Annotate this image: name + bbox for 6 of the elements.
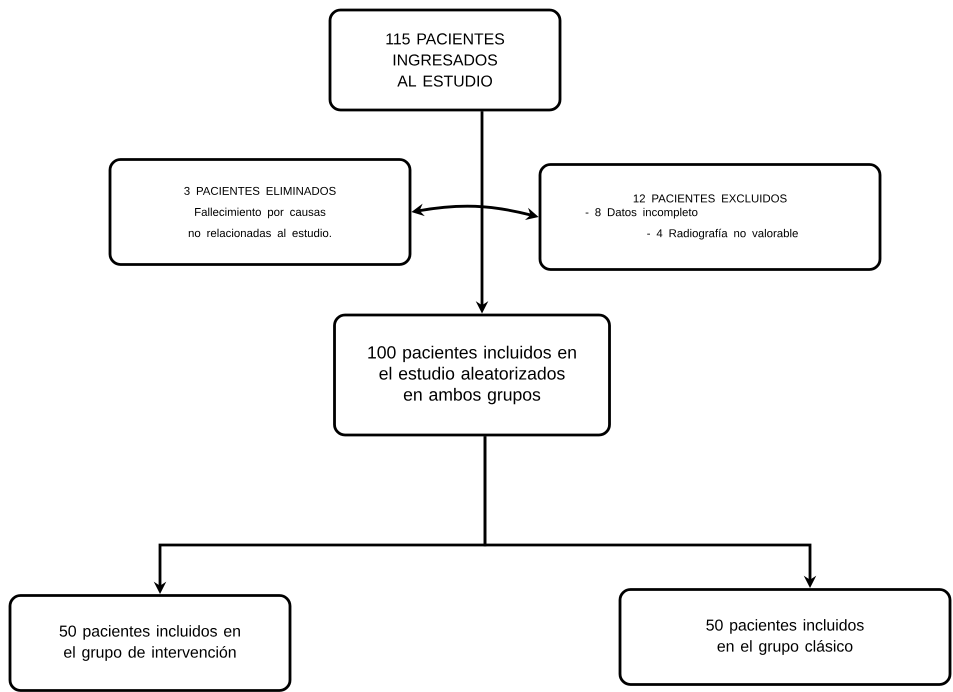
process-box: 100 pacientes incluidos en el estudio aleatorizados en ambos grupos [333,314,611,436]
process-box: 3 PACIENTES ELIMINADOS Fallecimiento por causas no relacionadas al estudio. [108,158,412,266]
process-box: 50 pacientes incluidos en el grupo clásico [618,588,952,686]
process-box: 12 PACIENTES EXCLUIDOS - 8 Datos incompleto - 4 Radiografía no valorable [538,163,882,271]
process-box: 115 PACIENTES INGRESADOS AL ESTUDIO [328,8,562,112]
process-box: 50 pacientes incluidos en el grupo de intervención [8,594,292,692]
